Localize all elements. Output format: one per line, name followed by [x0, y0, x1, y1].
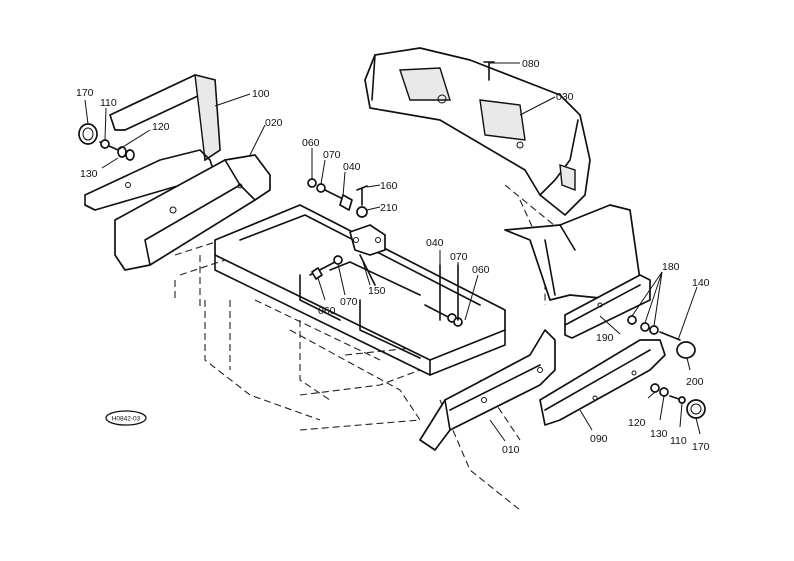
- label-170-right: 170: [692, 441, 710, 453]
- label-110-left: 110: [100, 97, 117, 109]
- hardware-center-lower: [309, 255, 343, 280]
- label-130-right: 130: [650, 428, 668, 440]
- label-060-lower: 060: [318, 305, 336, 317]
- part-030-rear-panel: [364, 47, 591, 216]
- label-120-right: 120: [628, 417, 646, 429]
- label-010: 010: [502, 444, 520, 456]
- hardware-right-mid: [424, 264, 463, 327]
- label-140: 140: [692, 277, 710, 289]
- label-070-lower: 070: [340, 296, 358, 308]
- part-010-front-step: [419, 329, 556, 451]
- part-090-lower-right-cover: [539, 339, 666, 426]
- part-190-right-rail: [564, 274, 651, 339]
- part-100-upper-bracket: [84, 74, 221, 211]
- label-180: 180: [662, 261, 680, 273]
- label-130-left: 130: [80, 168, 98, 180]
- label-020: 020: [265, 117, 283, 129]
- screw-080: [483, 61, 495, 81]
- part-020-left-cover: [114, 154, 271, 271]
- hardware-center-top: [307, 178, 368, 218]
- callout-labels: 080 030 170 110 100 120 020 130 060 070 …: [76, 58, 710, 456]
- label-100: 100: [252, 88, 270, 100]
- bracket-150: [349, 224, 386, 286]
- label-090: 090: [590, 433, 608, 445]
- label-160: 160: [380, 180, 398, 192]
- label-150: 150: [368, 285, 386, 297]
- label-040-right: 040: [426, 237, 444, 249]
- label-080: 080: [522, 58, 540, 70]
- label-190: 190: [596, 332, 614, 344]
- label-110-right: 110: [670, 435, 687, 447]
- label-200: 200: [686, 376, 704, 388]
- label-070-right: 070: [450, 251, 468, 263]
- label-060-top: 060: [302, 137, 320, 149]
- label-030: 030: [556, 91, 574, 103]
- hardware-right-upper: [627, 315, 696, 359]
- knob-hardware-left: [78, 123, 135, 161]
- main-frame: [214, 204, 506, 376]
- label-070-top: 070: [323, 149, 341, 161]
- hardware-right-lower: [650, 383, 706, 419]
- leader-lines: [84, 62, 701, 442]
- stamp-text: H0842-03: [112, 416, 141, 423]
- label-060-right: 060: [472, 264, 490, 276]
- label-210: 210: [380, 202, 398, 214]
- label-170-left: 170: [76, 87, 94, 99]
- label-120-left: 120: [152, 121, 170, 133]
- reference-stamp: H0842-03: [105, 410, 147, 426]
- label-040-top: 040: [343, 161, 361, 173]
